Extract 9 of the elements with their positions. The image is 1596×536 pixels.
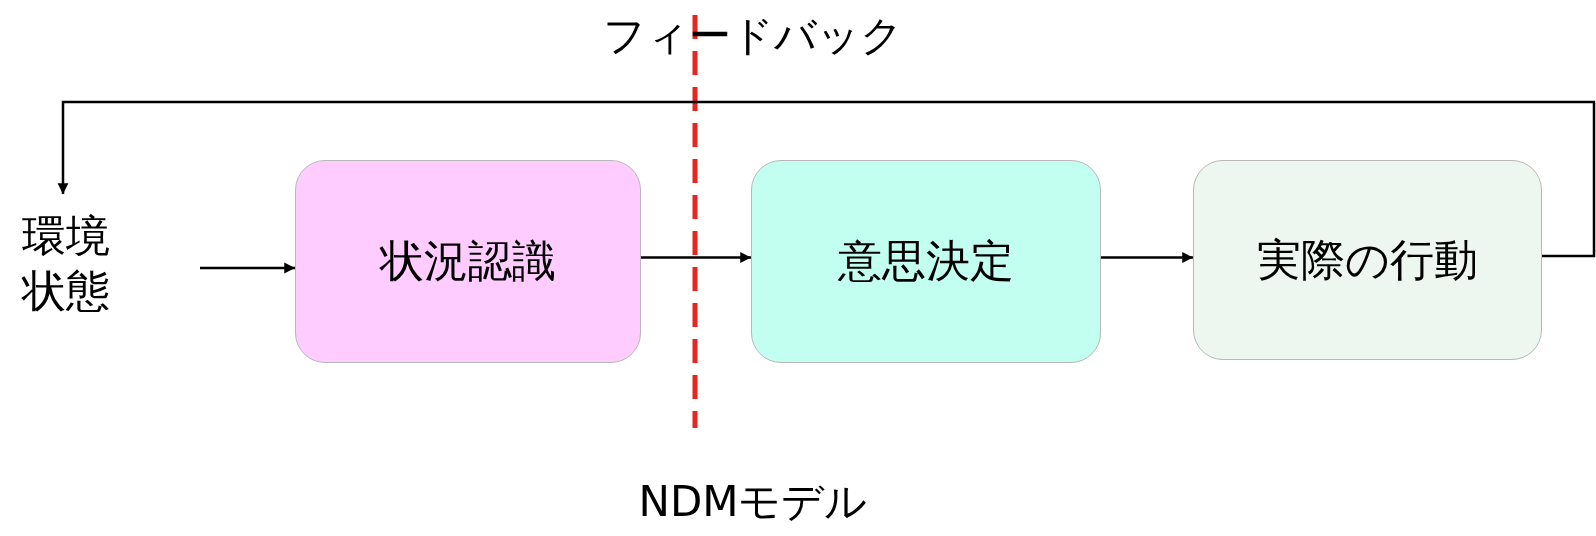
caption: NDMモデル bbox=[638, 476, 868, 528]
arrow bbox=[200, 262, 296, 274]
state-label: 環境状態 bbox=[10, 198, 122, 328]
arrow bbox=[1101, 252, 1194, 263]
process-box: 状況認識 bbox=[295, 160, 641, 363]
process-box: 実際の行動 bbox=[1193, 160, 1542, 360]
arrow bbox=[57, 100, 1596, 258]
arrow bbox=[641, 252, 752, 263]
process-box: 意思決定 bbox=[751, 160, 1101, 363]
